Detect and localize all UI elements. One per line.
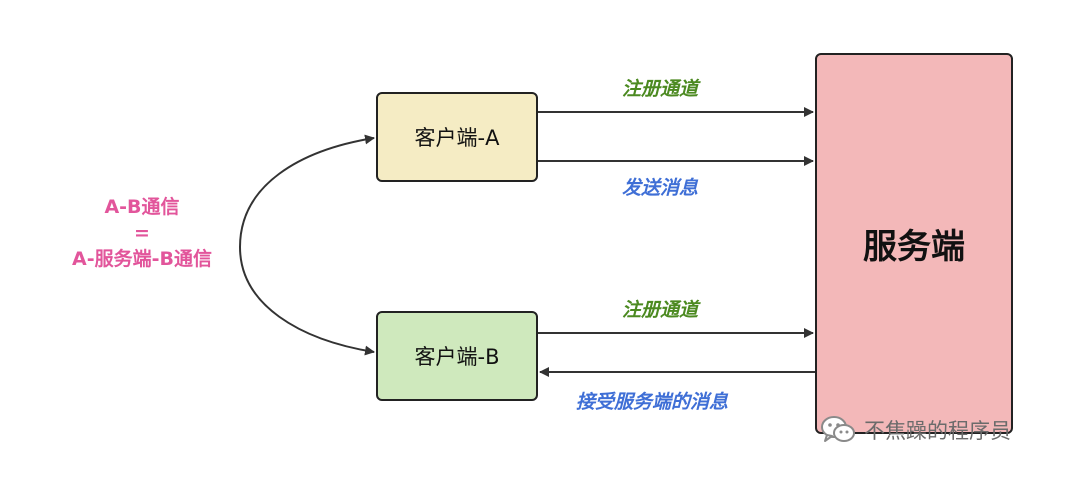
note-line-1: A-B通信 bbox=[104, 196, 180, 218]
client-a-label: 客户端-A bbox=[414, 126, 500, 150]
note-line-2: = bbox=[134, 222, 150, 244]
watermark-text: 不焦躁的程序员 bbox=[864, 419, 1011, 443]
communication-note: A-B通信 = A-服务端-B通信 bbox=[42, 194, 242, 272]
label-a-register: 注册通道 bbox=[622, 78, 699, 100]
server-node: 服务端 bbox=[815, 53, 1013, 434]
curved-arrow-to-b bbox=[239, 246, 375, 356]
server-label: 服务端 bbox=[863, 227, 965, 267]
watermark: 不焦躁的程序员 bbox=[820, 413, 1011, 447]
label-a-send: 发送消息 bbox=[622, 177, 699, 199]
curved-arrow-to-a bbox=[239, 134, 375, 248]
label-b-receive: 接受服务端的消息 bbox=[576, 391, 729, 413]
note-line-3: A-服务端-B通信 bbox=[72, 248, 212, 270]
client-b-node: 客户端-B bbox=[376, 311, 538, 401]
client-a-node: 客户端-A bbox=[376, 92, 538, 182]
wechat-icon bbox=[821, 416, 855, 442]
label-b-register: 注册通道 bbox=[622, 299, 699, 321]
client-b-label: 客户端-B bbox=[414, 345, 500, 369]
